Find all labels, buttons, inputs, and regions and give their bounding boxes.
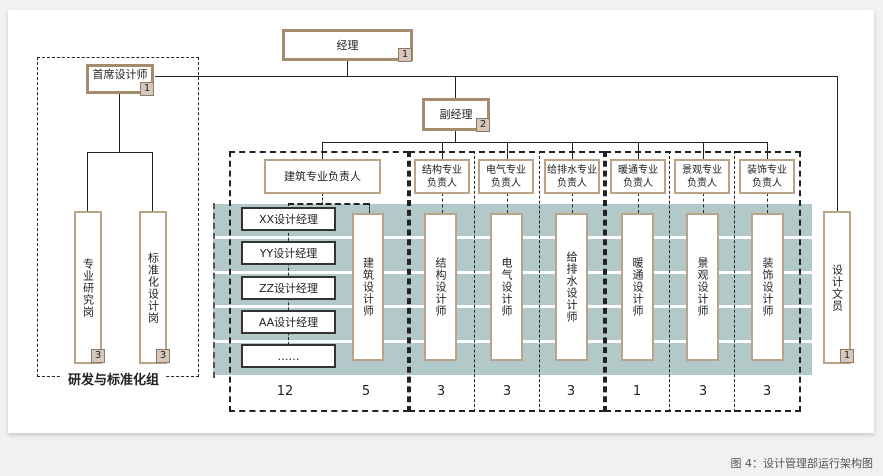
connector [455, 76, 456, 99]
architecture-designer-label: 建筑设计师 [361, 257, 375, 317]
discipline-headcount: 3 [698, 384, 708, 399]
structure-designer-box: 结构设计师 [424, 213, 457, 361]
design-manager-label: …… [277, 349, 300, 363]
discipline-lead-label: 装饰专业负责人 [747, 164, 787, 189]
manager-box: 经理 [282, 29, 413, 61]
research-role-box: 专业研究岗 [74, 211, 102, 364]
connector-dashed [703, 193, 704, 213]
design-manager-label: AA设计经理 [258, 315, 319, 329]
architecture-lead-box: 建筑专业负责人 [264, 159, 381, 194]
connector-dashed [213, 203, 215, 378]
discipline-lead-label: 给排水专业负责人 [547, 164, 597, 189]
discipline-lead-label: 结构专业负责人 [422, 164, 462, 189]
standardization-role-box: 标准化设计岗 [139, 211, 167, 364]
connector [442, 142, 443, 160]
plumbing-designer-box: 给排水设计师 [555, 213, 588, 361]
connector [507, 142, 508, 160]
discipline-lead-label: 景观专业负责人 [682, 164, 722, 189]
design-manager-box: …… [241, 344, 336, 368]
manager-label: 经理 [336, 38, 359, 52]
discipline-headcount: 1 [632, 384, 642, 399]
manager-headcount: 12 [276, 384, 294, 399]
design-manager-box: XX设计经理 [241, 207, 336, 231]
connector [703, 142, 704, 160]
chief-designer-count-badge: 1 [140, 82, 154, 96]
divider [734, 151, 735, 412]
design-manager-box: YY设计经理 [241, 241, 336, 265]
designer-headcount: 5 [361, 384, 371, 399]
divider [669, 151, 670, 412]
manager-count-badge: 1 [398, 48, 412, 62]
architecture-lead-label: 建筑专业负责人 [284, 170, 361, 183]
connector [155, 76, 838, 77]
connector [638, 142, 639, 160]
discipline-designer-label: 电气设计师 [500, 257, 513, 317]
discipline-headcount: 3 [566, 384, 576, 399]
connector [767, 142, 768, 160]
discipline-designer-label: 景观设计师 [696, 257, 709, 317]
discipline-headcount: 3 [762, 384, 772, 399]
connector [152, 152, 153, 211]
design-manager-label: ZZ设计经理 [258, 281, 319, 295]
connector [837, 76, 838, 212]
connector [322, 142, 323, 160]
design-clerk-count-badge: 1 [840, 349, 854, 363]
figure-caption: 图 4：设计管理部运行架构图 [730, 457, 874, 470]
architecture-designer-box: 建筑设计师 [352, 213, 384, 361]
design-clerk-label: 设计文员 [830, 263, 844, 312]
connector-dashed [507, 193, 508, 213]
divider [539, 151, 540, 412]
connector-dashed [369, 203, 370, 213]
discipline-headcount: 3 [502, 384, 512, 399]
deputy-manager-count-badge: 2 [476, 118, 490, 132]
connector [347, 60, 348, 77]
design-manager-label: YY设计经理 [259, 246, 318, 260]
electrical-designer-box: 电气设计师 [490, 213, 523, 361]
hvac-designer-box: 暖通设计师 [621, 213, 654, 361]
architecture-group-frame [229, 151, 409, 412]
chief-designer-label: 首席设计师 [92, 67, 148, 81]
discipline-lead-label: 电气专业负责人 [486, 164, 526, 189]
plumbing-lead-box: 给排水专业负责人 [544, 159, 600, 194]
structure-lead-box: 结构专业负责人 [414, 159, 470, 194]
rd-group-label: 研发与标准化组 [62, 369, 166, 388]
research-role-label: 专业研究岗 [81, 257, 95, 318]
deputy-manager-label: 副经理 [439, 108, 473, 121]
standardization-role-label: 标准化设计岗 [146, 251, 160, 324]
discipline-designer-label: 给排水设计师 [565, 251, 578, 323]
design-clerk-box: 设计文员 [823, 211, 851, 364]
design-manager-label: XX设计经理 [258, 212, 319, 226]
discipline-lead-label: 暖通专业负责人 [618, 164, 658, 189]
discipline-designer-label: 结构设计师 [434, 257, 447, 317]
rd-group-frame [37, 57, 199, 377]
connector-dashed [572, 193, 573, 213]
decoration-lead-box: 装饰专业负责人 [739, 159, 795, 194]
landscape-lead-box: 景观专业负责人 [674, 159, 730, 194]
design-manager-box: AA设计经理 [241, 310, 336, 334]
hvac-lead-box: 暖通专业负责人 [610, 159, 666, 194]
discipline-designer-label: 暖通设计师 [631, 257, 644, 317]
connector [455, 131, 456, 142]
electrical-lead-box: 电气专业负责人 [478, 159, 534, 194]
connector [572, 142, 573, 160]
connector [119, 93, 120, 153]
deputy-manager-box: 副经理 [422, 98, 490, 131]
standardization-role-count-badge: 3 [156, 349, 170, 363]
connector-dashed [288, 203, 369, 205]
research-role-count-badge: 3 [91, 349, 105, 363]
connector-dashed [767, 193, 768, 213]
divider [474, 151, 475, 412]
design-manager-box: ZZ设计经理 [241, 276, 336, 300]
discipline-designer-label: 装饰设计师 [761, 257, 774, 317]
chief-designer-box: 首席设计师 [86, 64, 154, 94]
landscape-designer-box: 景观设计师 [686, 213, 719, 361]
discipline-headcount: 3 [436, 384, 446, 399]
connector-dashed [322, 193, 323, 205]
connector [87, 152, 152, 153]
connector [87, 152, 88, 211]
connector [322, 142, 767, 143]
connector-dashed [638, 193, 639, 213]
connector-dashed [442, 193, 443, 213]
decoration-designer-box: 装饰设计师 [751, 213, 784, 361]
